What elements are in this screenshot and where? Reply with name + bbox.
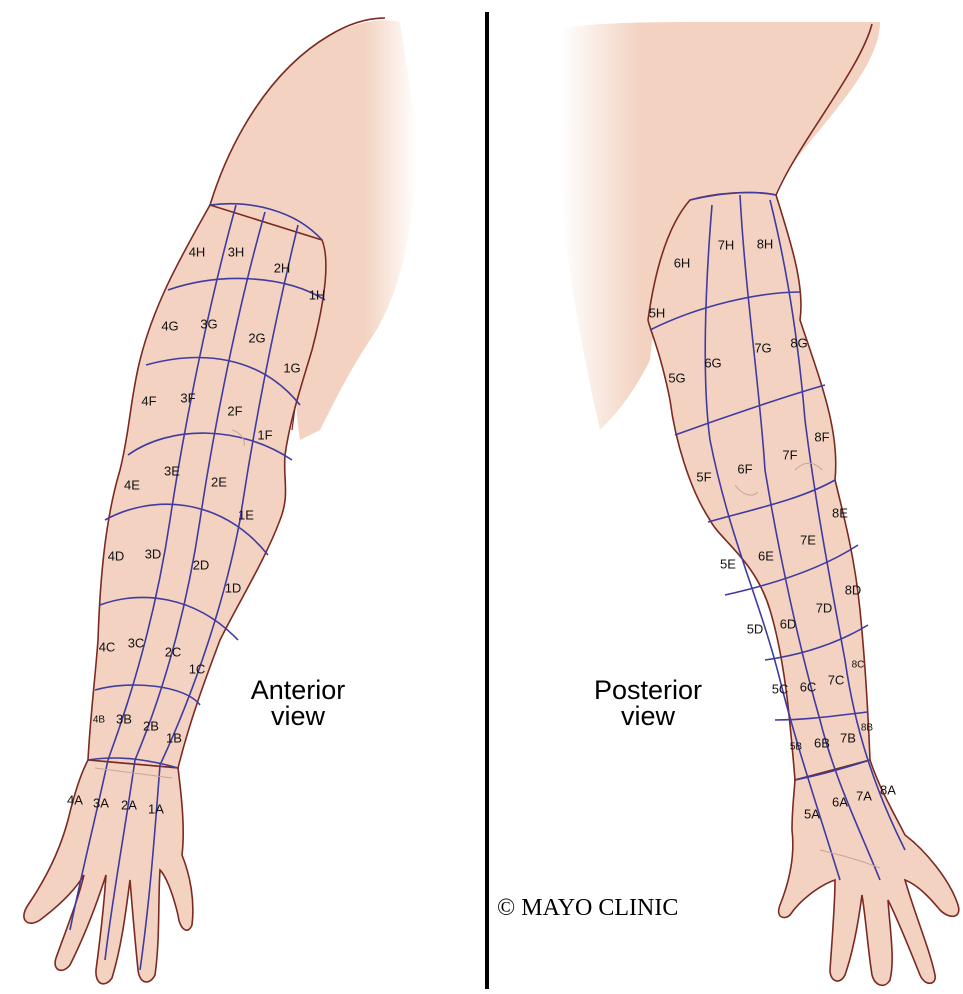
label-6h: 6H — [674, 255, 691, 270]
label-2g: 2G — [248, 330, 265, 345]
label-7d: 7D — [816, 600, 833, 615]
label-7c: 7C — [828, 672, 845, 687]
label-4c: 4C — [99, 639, 116, 654]
label-8e: 8E — [832, 505, 848, 520]
label-2e: 2E — [211, 474, 227, 489]
label-6c: 6C — [800, 679, 817, 694]
label-8f: 8F — [814, 429, 829, 444]
label-7b: 7B — [840, 730, 856, 745]
anterior-view-title: Anterior view — [228, 677, 368, 729]
label-4g: 4G — [161, 318, 178, 333]
label-8b: 8B — [861, 723, 874, 734]
label-2f: 2F — [227, 403, 242, 418]
label-5a: 5A — [804, 806, 820, 821]
label-3e: 3E — [164, 463, 180, 478]
posterior-title-line1: Posterior — [578, 677, 718, 703]
label-2a: 2A — [121, 797, 137, 812]
label-2c: 2C — [165, 644, 182, 659]
label-1d: 1D — [225, 580, 242, 595]
label-7f: 7F — [782, 447, 797, 462]
label-3a: 3A — [93, 795, 109, 810]
label-8c: 8C — [852, 660, 865, 671]
label-1c: 1C — [189, 661, 206, 676]
label-6f: 6F — [737, 461, 752, 476]
anterior-title-line1: Anterior — [228, 677, 368, 703]
label-4e: 4E — [124, 477, 140, 492]
label-7a: 7A — [856, 788, 872, 803]
label-1a: 1A — [148, 801, 164, 816]
label-5h: 5H — [649, 305, 666, 320]
label-3b: 3B — [116, 711, 132, 726]
label-1g: 1G — [283, 360, 300, 375]
posterior-title-line2: view — [578, 703, 718, 729]
label-6g: 6G — [704, 355, 721, 370]
label-6e: 6E — [758, 548, 774, 563]
label-8h: 8H — [757, 236, 774, 251]
posterior-view-title: Posterior view — [578, 677, 718, 729]
label-1f: 1F — [257, 427, 272, 442]
label-1h: 1H — [309, 287, 326, 302]
copyright-notice: © MAYO CLINIC — [497, 895, 678, 922]
label-8g: 8G — [790, 335, 807, 350]
label-2d: 2D — [193, 557, 210, 572]
label-5b: 5B — [790, 742, 803, 753]
anterior-hand — [24, 760, 193, 984]
label-5c: 5C — [772, 681, 789, 696]
label-1b: 1B — [166, 730, 182, 745]
label-7e: 7E — [800, 532, 816, 547]
label-6d: 6D — [780, 616, 797, 631]
label-3f: 3F — [180, 390, 195, 405]
label-5d: 5D — [747, 621, 764, 636]
label-4a: 4A — [67, 792, 83, 807]
anterior-title-line2: view — [228, 703, 368, 729]
label-7g: 7G — [754, 340, 771, 355]
label-4h: 4H — [189, 244, 206, 259]
label-3c: 3C — [128, 635, 145, 650]
label-4d: 4D — [108, 548, 125, 563]
label-8d: 8D — [845, 582, 862, 597]
label-4b: 4B — [93, 715, 106, 726]
label-2h: 2H — [274, 260, 291, 275]
label-6b: 6B — [814, 735, 830, 750]
label-5e: 5E — [720, 556, 736, 571]
label-7h: 7H — [718, 237, 735, 252]
label-5g: 5G — [668, 370, 685, 385]
label-3d: 3D — [145, 546, 162, 561]
posterior-arm — [560, 22, 959, 985]
label-6a: 6A — [832, 794, 848, 809]
anterior-arm — [24, 18, 416, 984]
label-8a: 8A — [880, 782, 896, 797]
label-1e: 1E — [238, 507, 254, 522]
label-4f: 4F — [141, 393, 156, 408]
label-3g: 3G — [200, 316, 217, 331]
label-2b: 2B — [143, 718, 159, 733]
label-5f: 5F — [696, 469, 711, 484]
label-3h: 3H — [228, 244, 245, 259]
